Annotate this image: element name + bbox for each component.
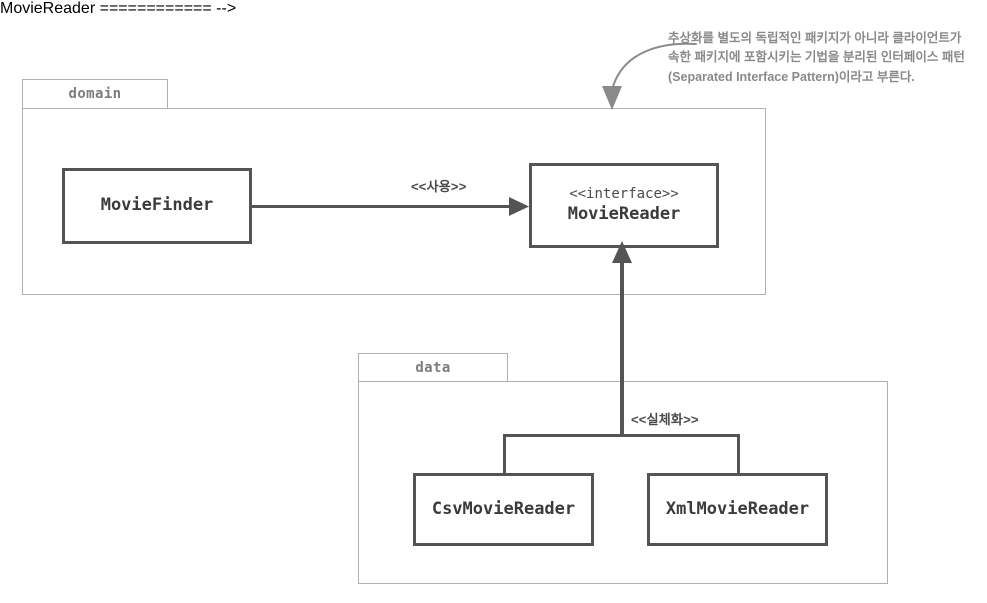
note-text: 추상화를 별도의 독립적인 패키지가 아니라 클라이언트가 속한 패키지에 포함… bbox=[668, 31, 965, 84]
class-stereotype-movie-reader: <<interface>> bbox=[569, 186, 679, 203]
realization-branch-csv bbox=[503, 434, 506, 474]
uses-arrowhead bbox=[509, 197, 529, 216]
uses-label: <<사용>> bbox=[411, 179, 467, 194]
realization-fork-bar bbox=[503, 434, 740, 437]
package-tab-label-data: data bbox=[415, 359, 451, 376]
realization-trunk-line bbox=[620, 262, 624, 436]
class-box-xml-movie-reader[interactable]: XmlMovieReader bbox=[647, 473, 828, 546]
realization-branch-xml bbox=[737, 434, 740, 474]
realization-label: <<실체화>> bbox=[631, 412, 699, 427]
class-name-csv-movie-reader: CsvMovieReader bbox=[431, 498, 576, 519]
package-tab-domain[interactable]: domain bbox=[22, 79, 168, 109]
package-tab-label-domain: domain bbox=[68, 86, 122, 102]
class-box-csv-movie-reader[interactable]: CsvMovieReader bbox=[413, 473, 594, 546]
class-name-xml-movie-reader: XmlMovieReader bbox=[665, 498, 810, 519]
realization-arrowhead bbox=[612, 241, 632, 263]
class-name-movie-reader: MovieReader bbox=[567, 203, 681, 224]
note-callout-arrow bbox=[602, 42, 697, 110]
package-tab-data[interactable]: data bbox=[358, 353, 508, 382]
uses-connector-line bbox=[252, 205, 517, 208]
class-name-movie-finder: MovieFinder bbox=[100, 195, 214, 216]
class-box-movie-finder[interactable]: MovieFinder bbox=[62, 168, 252, 244]
class-box-movie-reader[interactable]: <<interface>> MovieReader bbox=[529, 163, 719, 248]
